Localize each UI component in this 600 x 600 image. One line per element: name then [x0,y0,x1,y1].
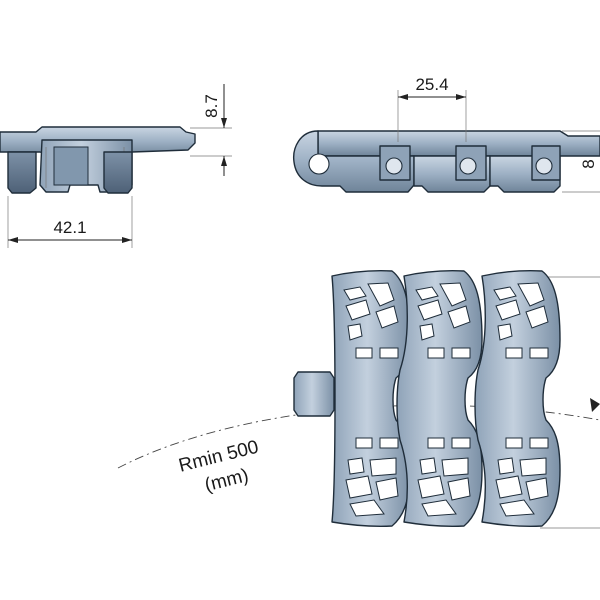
side-view: 25.4 8 [293,75,600,193]
radius-note-line-2: (mm) [203,465,251,496]
dimension-width-label: 42.1 [53,218,86,237]
side-view-pin-3 [535,157,553,175]
front-view: 8.7 42.1 [0,84,232,248]
top-view-link-2 [396,270,483,527]
top-view-connector-tab [293,371,335,417]
side-view-pin-2 [459,157,477,175]
top-view-link-1 [331,270,411,527]
front-view-right-foot [103,151,133,194]
dimension-height-label: 8.7 [202,94,221,118]
side-view-pin-1 [385,157,403,175]
front-view-left-foot [7,151,37,194]
top-view-link-3 [474,270,561,527]
radius-note-line-1: Rmin 500 [177,437,261,477]
side-view-eye-hole [308,153,330,175]
dimension-pitch-label: 25.4 [415,75,448,94]
top-view: Rmin 500 (mm) [117,270,600,529]
front-view-hub-recess [53,146,89,186]
dimension-side-height-label: 8 [579,159,598,168]
